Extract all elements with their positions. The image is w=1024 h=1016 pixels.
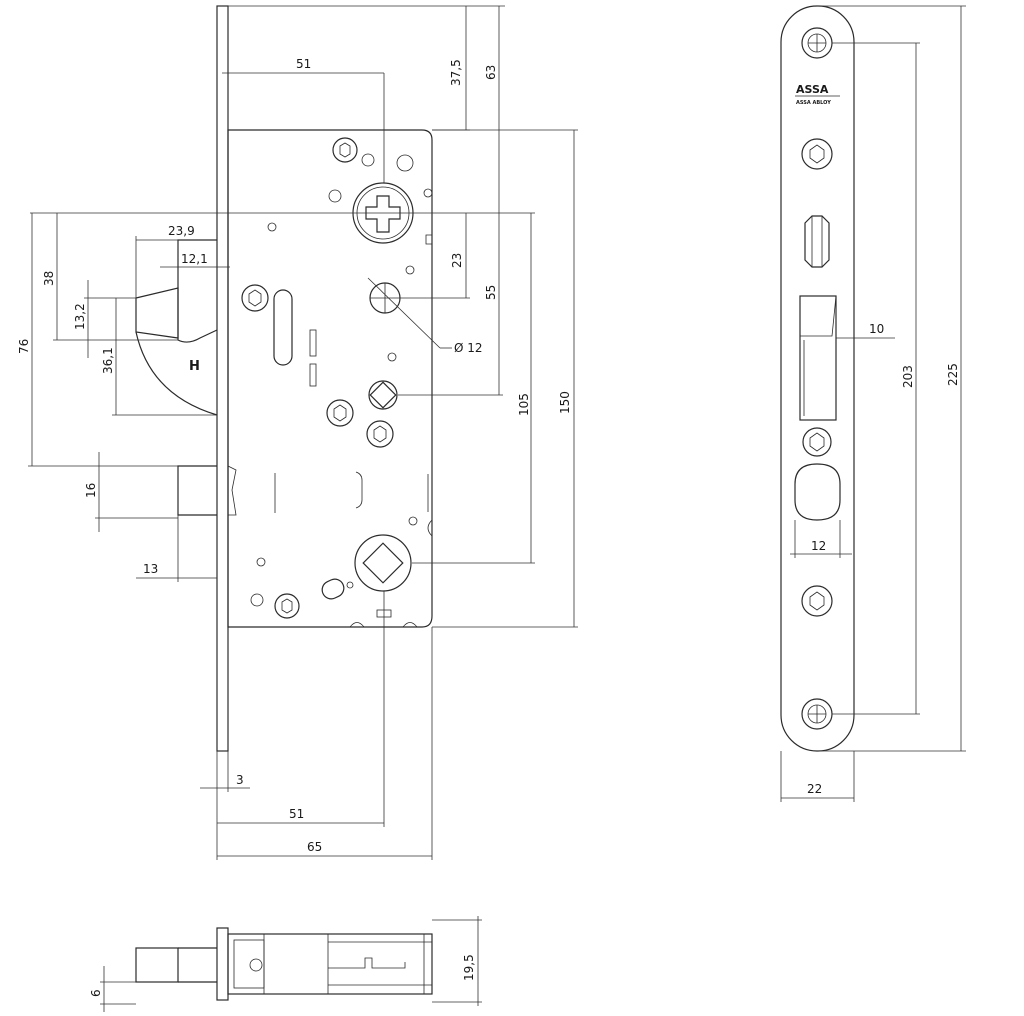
dim-203: 203 [901,365,915,388]
lock-case-top-view: 19,5 6 [89,916,482,1012]
lower-follower [354,534,412,592]
latch-mark-label: H [189,359,200,374]
brand-sub-logo: ASSA ABLOY [796,100,831,106]
top-view-bolt [135,947,179,983]
screw-hole [332,137,358,163]
dimensions-front-view: 51 37,5 63 23 55 Ø 12 105 150 [17,5,578,860]
slot-upper [273,289,293,366]
top-view-case [227,933,433,995]
dim-65: 65 [307,840,322,854]
faceplate-outline [780,5,855,752]
forend-plate [216,5,229,752]
dim-12-strike: 12 [811,539,826,553]
screw-left-upper [241,284,269,312]
deadbolt-window [794,463,841,521]
screw-center-mid [366,420,394,448]
dim-3: 3 [236,773,244,787]
lock-case-front-view: H [135,5,433,752]
dim-55: 55 [484,285,498,300]
dim-6: 6 [89,989,103,997]
dim-225: 225 [946,363,960,386]
dim-12-1: 12,1 [181,252,208,266]
latch-window [799,295,837,421]
dim-37-5: 37,5 [449,59,463,86]
brand-logo: ASSA [796,83,829,96]
faceplate-view: ASSA ASSA ABLOY [780,5,855,752]
lock-case-body [227,129,433,628]
dim-38: 38 [42,271,56,286]
dim-22: 22 [807,782,822,796]
dim-23-9: 23,9 [168,224,195,238]
dim-diameter-12: Ø 12 [454,341,483,355]
hex-bolt-window [804,215,830,268]
dim-13-2: 13,2 [73,303,87,330]
dim-16: 16 [84,483,98,498]
dim-36-1: 36,1 [101,347,115,374]
dimensions-faceplate: 10 203 225 12 22 [780,5,966,802]
dim-105: 105 [517,393,531,416]
screw-bottom [274,593,300,619]
dim-19-5: 19,5 [462,954,476,981]
dead-bolt [177,465,217,516]
cross-spindle-icon [365,195,401,233]
dim-23: 23 [450,253,464,268]
faceplate-torx-screw [801,138,833,170]
screw-left-mid [326,399,354,427]
dim-51-bottom: 51 [289,807,304,821]
dim-51-top: 51 [296,57,311,71]
square-follower [368,380,398,410]
dim-63: 63 [484,65,498,80]
dim-13: 13 [143,562,158,576]
latch-bolt [177,239,218,343]
dim-150: 150 [558,391,572,414]
dim-10: 10 [869,322,884,336]
dim-76: 76 [17,339,31,354]
